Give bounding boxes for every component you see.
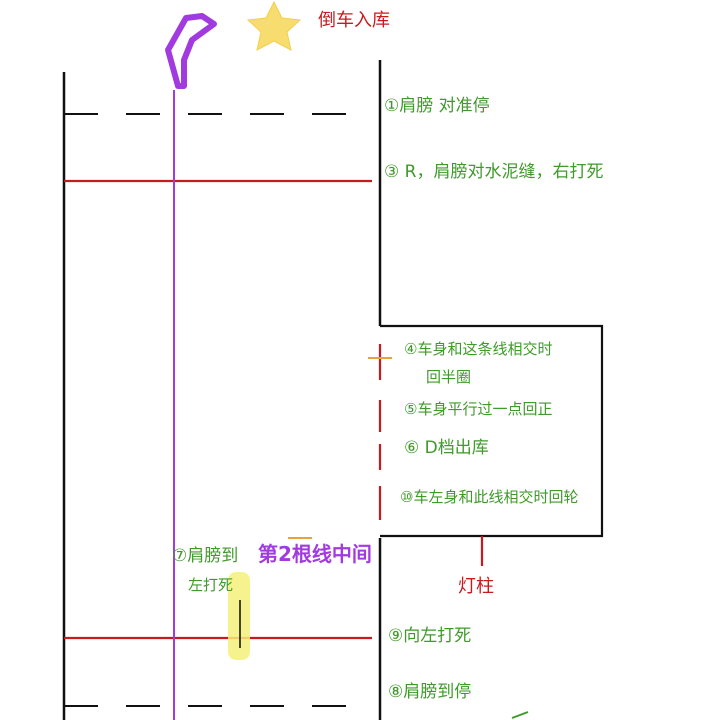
- garage-box-outline: [380, 324, 604, 538]
- step-1-label: ①肩膀 对准停: [384, 96, 490, 116]
- page-title: 倒车入库: [318, 10, 390, 31]
- step-5-label: ⑤车身平行过一点回正: [404, 400, 553, 418]
- step-7-label-purple: 第2根线中间: [258, 542, 372, 566]
- step-9-label: ⑨向左打死: [388, 626, 472, 646]
- step-3-label: ③ R，肩膀对水泥缝，右打死: [384, 162, 604, 182]
- step-8-label: ⑧肩膀到停: [388, 682, 472, 702]
- step-7-label-line2: 左打死: [188, 576, 234, 594]
- step-10-label: ⑩车左身和此线相交时回轮: [400, 488, 579, 506]
- step-4-label: ④车身和这条线相交时: [404, 340, 553, 358]
- step-7-label: ⑦肩膀到: [172, 546, 239, 566]
- turn-arrow-icon: [165, 13, 217, 89]
- step-6-label: ⑥ D档出库: [404, 438, 489, 458]
- green-tick: [511, 711, 529, 719]
- step-4-label-line2: 回半圈: [426, 368, 472, 386]
- lamp-post-label: 灯柱: [458, 576, 494, 597]
- yellow-highlight: [228, 572, 250, 660]
- star-icon: [246, 0, 302, 51]
